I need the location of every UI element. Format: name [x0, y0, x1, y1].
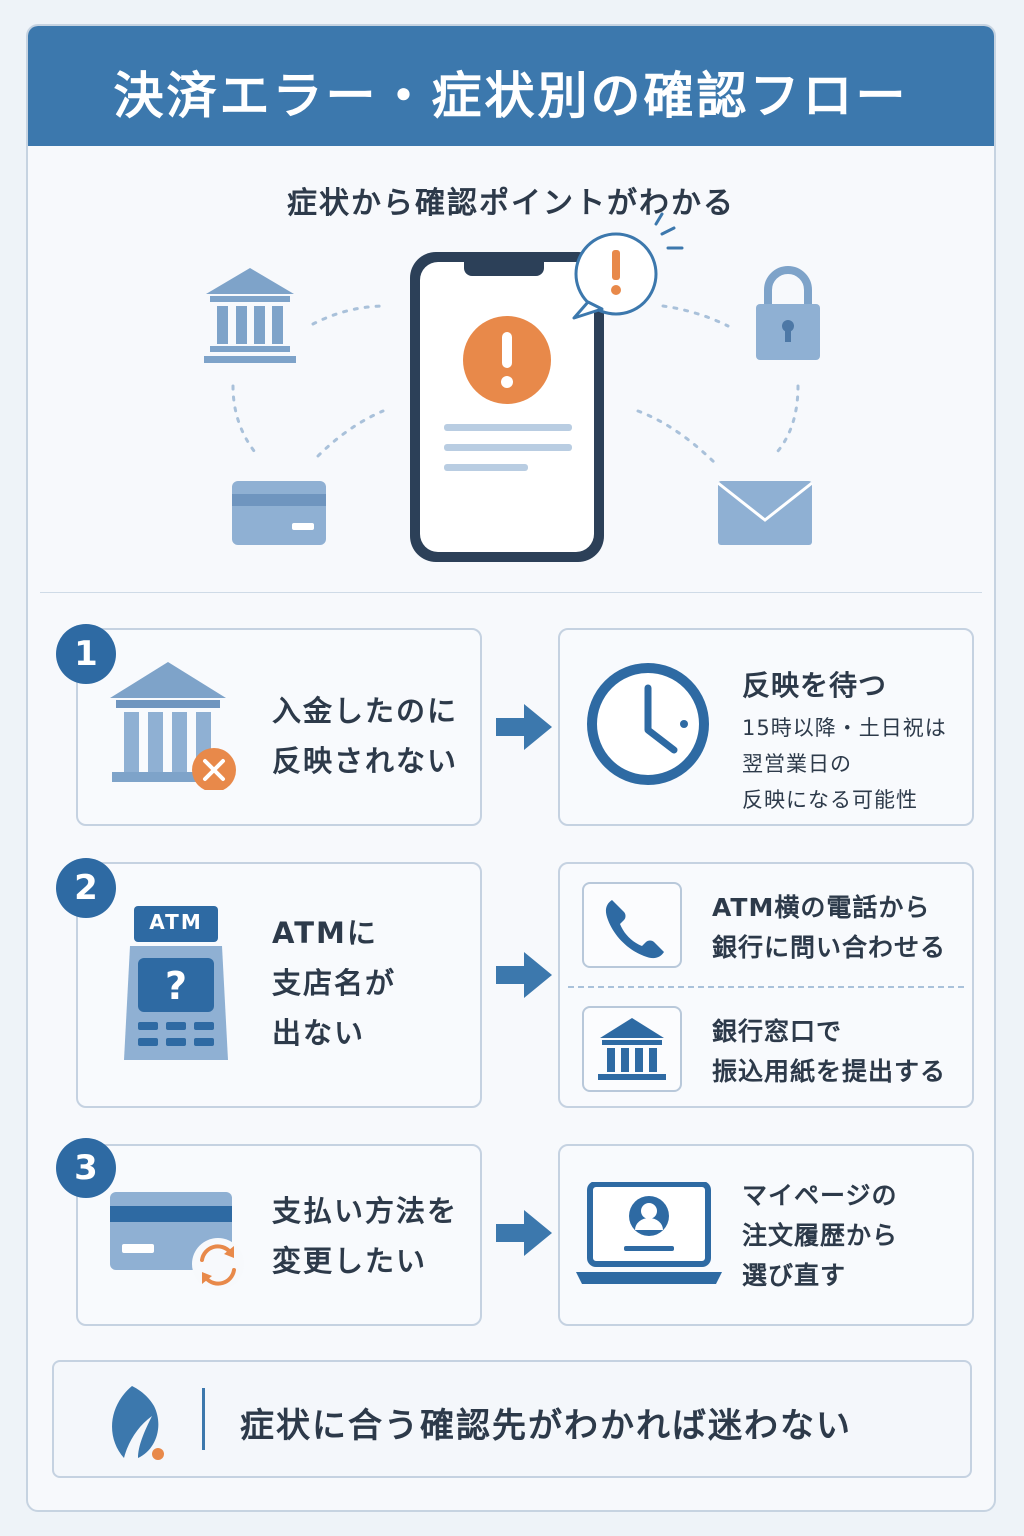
step-3-symptom-text: 支払い方法を 変更したい — [272, 1186, 458, 1286]
arrow-right-icon — [496, 1210, 552, 1256]
card-change-icon — [110, 1192, 244, 1290]
laptop-user-icon — [576, 1182, 722, 1284]
arrow-right-icon — [496, 952, 552, 998]
answer-line: 銀行に問い合わせる — [712, 933, 947, 962]
step-2-answer-1-text: ATM横の電話から 銀行に問い合わせる — [712, 888, 946, 968]
atm-label: ATM — [149, 910, 203, 934]
symptom-line: 支払い方法を — [272, 1194, 459, 1228]
hero-illustration — [204, 212, 820, 562]
symptom-line: 出ない — [272, 1016, 366, 1050]
answer-line: 注文履歴から — [742, 1221, 899, 1250]
atm-icon — [124, 906, 228, 1060]
bank-icon — [204, 268, 296, 363]
phone-icon-box — [582, 882, 682, 968]
answer-separator — [568, 986, 964, 988]
answer-line: ATM横の電話から — [712, 893, 931, 922]
step-2-symptom-text: ATMに 支店名が 出ない — [272, 908, 396, 1058]
bank-icon — [598, 1018, 666, 1080]
arrow-right-icon — [496, 704, 552, 750]
step-2-answer-2-text: 銀行窓口で 振込用紙を提出する — [712, 1012, 946, 1092]
answer-line: 銀行窓口で — [712, 1017, 843, 1046]
footer-message: 症状に合う確認先がわかれば迷わない — [240, 1406, 852, 1446]
step-3-number: 3 — [56, 1138, 116, 1198]
step-2-number: 2 — [56, 858, 116, 918]
header-banner: 決済エラー・症状別の確認フロー — [28, 26, 994, 146]
step-3-answer-text: マイページの 注文履歴から 選び直す — [742, 1176, 898, 1296]
leaf-icon — [112, 1386, 164, 1460]
answer-line: マイページの — [742, 1181, 898, 1210]
answer-line: 振込用紙を提出する — [712, 1057, 947, 1086]
symptom-line: 反映されない — [272, 744, 459, 778]
credit-card-icon — [232, 481, 326, 545]
symptom-line: 変更したい — [272, 1244, 428, 1278]
clock-icon — [587, 663, 709, 785]
step-1-number: 1 — [56, 624, 116, 684]
step-1-answer-title: 反映を待つ — [742, 669, 888, 702]
infographic-page: 決済エラー・症状別の確認フロー 症状から確認ポイントがわかる — [26, 24, 996, 1512]
answer-line: 15時以降・土日祝は — [742, 716, 947, 740]
bank-icon-box — [582, 1006, 682, 1092]
step-1-symptom-card — [76, 628, 482, 826]
symptom-line: 支店名が — [272, 966, 397, 1000]
bank-error-icon — [110, 662, 236, 790]
step-1-symptom-text: 入金したのに 反映されない — [272, 686, 458, 786]
answer-line: 選び直す — [742, 1261, 847, 1290]
question-mark-icon: ? — [164, 964, 188, 1008]
page-title: 決済エラー・症状別の確認フロー — [113, 67, 909, 125]
answer-line: 反映になる可能性 — [742, 788, 918, 812]
section-divider — [40, 592, 982, 593]
footer-banner: 症状に合う確認先がわかれば迷わない — [52, 1360, 972, 1478]
footer-divider — [202, 1388, 205, 1450]
exclamation-bubble-icon — [572, 212, 684, 320]
mail-icon — [717, 481, 813, 545]
smartphone-illustration — [410, 252, 604, 562]
phone-icon — [605, 900, 664, 959]
symptom-line: 入金したのに — [272, 694, 459, 728]
answer-line: 翌営業日の — [742, 752, 852, 776]
step-1-answer-text: 15時以降・土日祝は 翌営業日の 反映になる可能性 — [742, 710, 947, 818]
symptom-line: ATMに — [272, 916, 378, 950]
subtitle: 症状から確認ポイントがわかる — [287, 186, 735, 221]
lock-icon — [756, 266, 820, 360]
